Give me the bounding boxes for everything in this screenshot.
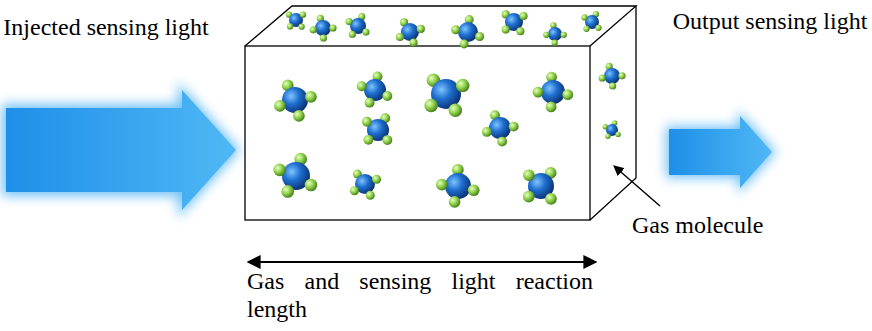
gas-cell xyxy=(245,6,636,220)
gas-molecule xyxy=(599,63,626,90)
gas-molecule xyxy=(273,153,317,198)
output-light-arrow xyxy=(666,110,776,194)
gas-molecule xyxy=(533,72,574,113)
gas-molecule xyxy=(436,164,480,208)
callout-label: Gas molecule xyxy=(632,212,832,240)
gas-molecule xyxy=(274,80,317,122)
gas-molecule xyxy=(603,120,621,139)
gas-molecule xyxy=(523,167,557,205)
dimension-arrow xyxy=(248,261,596,263)
injected-light-arrow xyxy=(2,82,240,218)
leader-arrow xyxy=(614,166,660,206)
beam-label: Output sensing light xyxy=(672,8,868,36)
gas-molecule xyxy=(424,73,469,117)
gas-molecules xyxy=(273,10,625,207)
gas-molecule xyxy=(543,22,567,46)
gas-molecule xyxy=(350,170,381,200)
gas-molecule xyxy=(581,11,601,32)
gas-molecule xyxy=(310,15,337,42)
dimension-label: Gas and sensing light reaction length xyxy=(247,268,593,323)
beam-label: Injected sensing light xyxy=(0,14,212,42)
gas-molecule xyxy=(451,15,484,48)
gas-molecule xyxy=(286,12,306,30)
gas-molecule xyxy=(502,10,528,35)
gas-molecule xyxy=(362,113,392,145)
gas-molecule xyxy=(345,13,369,38)
gas-molecule xyxy=(357,72,392,108)
gas-molecule xyxy=(396,18,425,46)
gas-molecule xyxy=(482,110,519,146)
